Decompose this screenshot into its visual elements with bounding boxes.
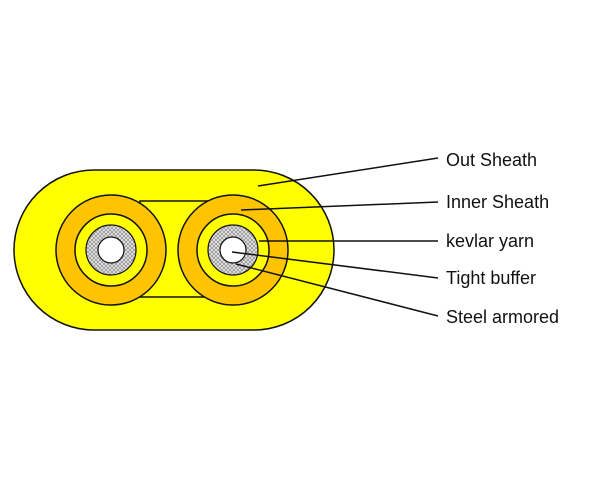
label-tight-buffer: Tight buffer [446,268,536,288]
leader-steel-armored [235,263,439,317]
tight-buffer [97,236,125,264]
label-steel-armored: Steel armored [446,307,559,327]
leader-out-sheath [257,157,439,187]
label-inner-sheath: Inner Sheath [446,192,549,212]
leader-inner-sheath [240,201,439,211]
label-kevlar-yarn: kevlar yarn [446,231,534,251]
right-core [177,194,289,306]
tight-buffer [219,236,247,264]
label-out-sheath: Out Sheath [446,150,537,170]
left-core [55,194,167,306]
leader-tight-buffer [231,251,439,279]
